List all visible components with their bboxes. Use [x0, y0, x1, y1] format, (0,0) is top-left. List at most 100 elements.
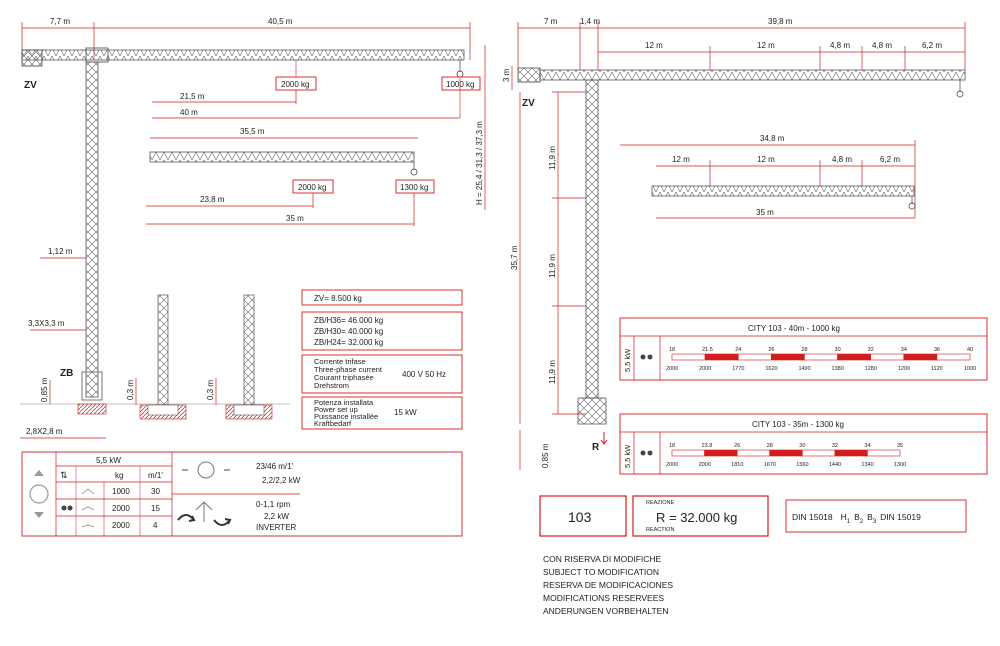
left-jib [21, 49, 465, 61]
load-strip-load: 1670 [764, 462, 776, 468]
right-mast-section-3: 11,9 m [548, 360, 557, 384]
left-load-box-2 [441, 76, 481, 91]
load-strip-segment [736, 449, 771, 457]
load-strip-radius: 40 [967, 347, 973, 353]
hoist-speed-icon-1 [81, 488, 95, 495]
hoist-row-kg-2: 2000 [112, 504, 130, 513]
right-jib35-seg-2: 12 m [757, 155, 775, 164]
left-jib35-load-box-2 [395, 179, 435, 194]
left-zv-label: ZV [24, 80, 37, 91]
reaction-box [632, 495, 769, 537]
hoist-up-arrow-icon [34, 470, 44, 476]
spec-current-3: Courant triphasèe [314, 373, 374, 382]
right-head-height: 3 m [502, 68, 511, 82]
hoist-row-speed-2: 15 [151, 504, 160, 513]
load-strip-load: 1810 [731, 462, 743, 468]
right-seg-2: 12 m [757, 41, 775, 50]
right-jib35-seg-4: 6,2 m [880, 155, 900, 164]
load-strip-load: 1770 [732, 366, 744, 372]
note-line: MODIFICATIONS RESERVEES [543, 593, 665, 603]
reaction-value: R = 32.000 kg [656, 510, 737, 525]
load-strip-segment [704, 449, 738, 457]
right-dim-jib: 39,8 m [768, 17, 793, 26]
right-base-height: 0,85 m [541, 443, 550, 468]
slew-left-arrow-icon [177, 514, 196, 522]
load-strip-radius: 26 [734, 443, 740, 449]
load-strip-load: 2000 [699, 366, 711, 372]
load-chart-40-pulley-icon [640, 354, 646, 360]
hoist-row-kg-3: 2000 [112, 521, 130, 530]
load-strip-segment [801, 449, 836, 457]
left-dim-jib: 40,5 m [268, 17, 293, 26]
left-base-size: 3,3X3,3 m [28, 319, 65, 328]
left-crane: 7,7 m 40,5 m ZV 2000 kg 1000 kg 21,5 m 4… [20, 17, 486, 439]
load-strip-load: 1200 [898, 366, 910, 372]
load-strip-load: 1000 [964, 366, 976, 372]
load-chart-35m: CITY 103 - 35m - 1300 kg 5,5 kW 18200023… [619, 413, 988, 475]
reaction-label-top: REAZIONE [646, 500, 674, 506]
load-strip-load: 1620 [765, 366, 777, 372]
spec-current-box [301, 354, 463, 394]
trolley-icon [197, 461, 215, 479]
load-strip-segment [834, 449, 868, 457]
load-strip-radius: 23.8 [702, 443, 713, 449]
load-strip-load: 1440 [829, 462, 841, 468]
load-strip-load: 1300 [894, 462, 906, 468]
spec-zb-box [301, 311, 463, 351]
hoist-speed-icon-3 [81, 524, 95, 528]
load-strip-segment [903, 353, 938, 361]
load-strip-segment [769, 449, 803, 457]
load-strip-radius: 26 [768, 347, 774, 353]
right-seg-3: 4,8 m [830, 41, 850, 50]
load-strip-load: 1340 [861, 462, 873, 468]
left-jib35-dim-1: 23,8 m [200, 195, 225, 204]
spec-current-2: Three-phase current [314, 365, 383, 374]
trolley-speed: 23/46 m/1' [256, 462, 294, 471]
spec-current-value: 400 V 50 Hz [402, 370, 446, 379]
right-reaction-arrow-icon [600, 432, 608, 445]
left-base-foot: 2,8X2,8 m [26, 427, 63, 436]
hoist-row-kg-1: 1000 [112, 487, 130, 496]
reaction-label-bottom: REACTION [646, 527, 674, 533]
load-strip-radius: 32 [868, 347, 874, 353]
load-strip-segment [671, 353, 706, 361]
slew-speed: 0-1,1 rpm [256, 500, 291, 509]
load-strip-radius: 18 [669, 443, 675, 449]
left-height-label: H = 25,4 / 31,3 / 37,3 m [475, 121, 484, 205]
load-chart-40-title: CITY 103 - 40m - 1000 kg [748, 324, 840, 333]
spec-power-4: Kraftbedarf [314, 419, 352, 428]
right-jib35-hook-icon [908, 202, 916, 210]
slew-drive: INVERTER [256, 523, 297, 532]
left-jib35-hook-icon [410, 168, 418, 176]
left-base-height: 0,85 m [40, 377, 49, 402]
left-mast [85, 61, 99, 398]
right-jib35-seg-3: 4,8 m [832, 155, 852, 164]
note-line: CON RISERVA DI MODIFICHE [543, 554, 662, 564]
left-jib35-load-2: 1300 kg [400, 183, 428, 192]
right-jib35-total: 34,8 m [760, 134, 785, 143]
load-strip-load: 2000 [666, 462, 678, 468]
right-mast-section-1: 11,9 m [548, 146, 557, 170]
right-jib35-seg-1: 12 m [672, 155, 690, 164]
left-mast-width: 1,12 m [48, 247, 73, 256]
trolley-power: 2,2/2,2 kW [262, 476, 301, 485]
left-main-dim-2: 40 m [180, 108, 198, 117]
load-strip-load: 1380 [832, 366, 844, 372]
left-foundation [77, 403, 107, 415]
note-line: ANDERUNGEN VORBEHALTEN [543, 606, 669, 616]
right-dim-counter: 7 m [544, 17, 558, 26]
right-jib35 [651, 185, 915, 197]
hoist-updown-icon: ⇅ [60, 470, 68, 480]
hoist-row-speed-1: 30 [151, 487, 160, 496]
right-hook-icon [956, 90, 964, 98]
spec-power-2: Power set up [314, 405, 358, 414]
load-strip-radius: 35 [897, 443, 903, 449]
spec-zv: ZV= 8.500 kg [314, 294, 362, 303]
load-strip-radius: 32 [832, 443, 838, 449]
load-chart-35-title: CITY 103 - 35m - 1300 kg [752, 420, 844, 429]
left-main-dim-1: 21,5 m [180, 92, 205, 101]
left-jib35-top: 35,5 m [240, 127, 265, 136]
load-strip-segment [704, 353, 739, 361]
load-strip-load: 1120 [931, 366, 943, 372]
